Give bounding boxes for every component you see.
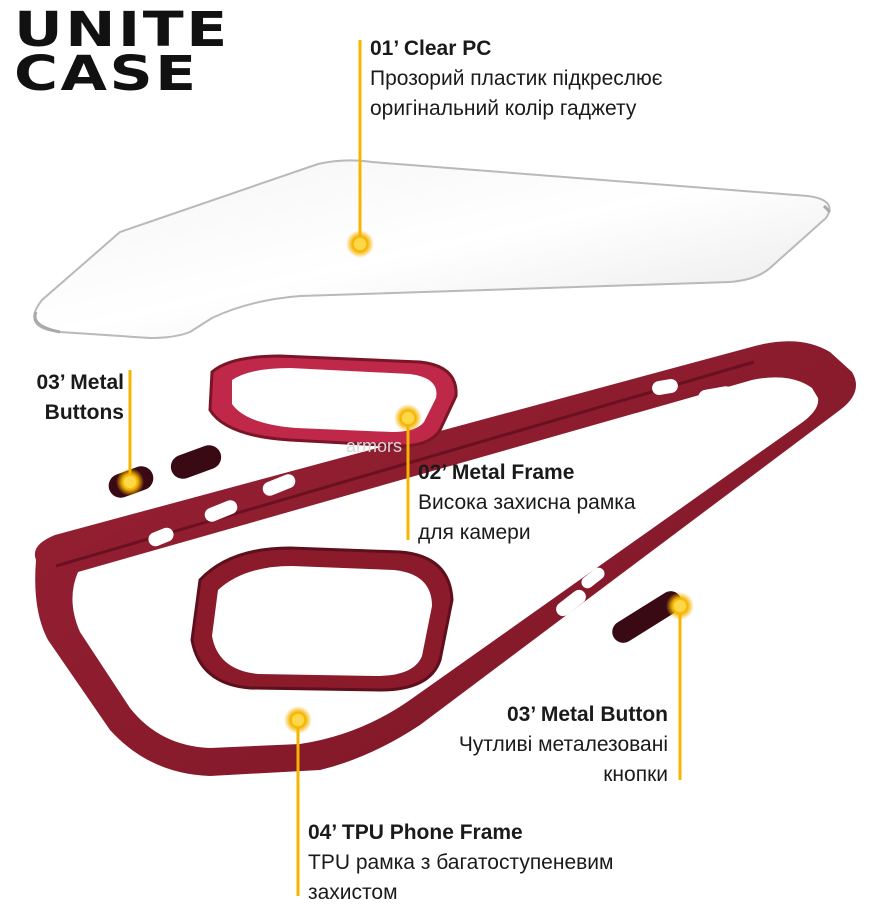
callout-title-1: 03’ Metal (36, 371, 124, 394)
logo-line-2: CASE (14, 46, 199, 102)
metal-camera-frame (208, 354, 458, 448)
clear-pc-plate (33, 159, 832, 340)
callout-metal-button: 03’ Metal Button Чутливі металезовані кн… (360, 700, 668, 790)
callout-desc-2: оригінальний колір гаджету (370, 97, 637, 120)
brand-logo: UNITE CASE (14, 6, 227, 100)
callout-metal-buttons: 03’ Metal Buttons (10, 368, 124, 428)
callout-desc-1: Прозорий пластик підкреслює (370, 67, 663, 90)
callout-desc-1: TPU рамка з багатоступеневим (308, 851, 614, 874)
callout-title: 03’ Metal Button (506, 703, 668, 726)
callout-metal-frame: 02’ Metal Frame Висока захисна рамка для… (418, 458, 818, 548)
callout-desc-2: захистом (308, 881, 398, 904)
callout-dots (116, 230, 694, 734)
watermark: armors (346, 436, 402, 456)
callout-desc-1: Висока захисна рамка (418, 491, 636, 514)
tpu-phone-frame (34, 341, 857, 776)
callout-title: 02’ Metal Frame (418, 461, 575, 484)
callout-lines (128, 40, 682, 896)
callout-title: 04’ TPU Phone Frame (308, 821, 523, 844)
callout-desc-2: кнопки (603, 763, 668, 786)
callout-title-2: Buttons (44, 401, 124, 424)
callout-tpu-frame: 04’ TPU Phone Frame TPU рамка з багатост… (308, 818, 808, 908)
callout-desc-1: Чутливі металезовані (458, 733, 668, 756)
callout-title: 01’ Clear PC (370, 37, 492, 60)
logo-line-1: UNITE (14, 2, 230, 58)
callout-desc-2: для камери (418, 521, 531, 544)
callout-clear-pc: 01’ Clear PC Прозорий пластик підкреслює… (370, 34, 850, 124)
